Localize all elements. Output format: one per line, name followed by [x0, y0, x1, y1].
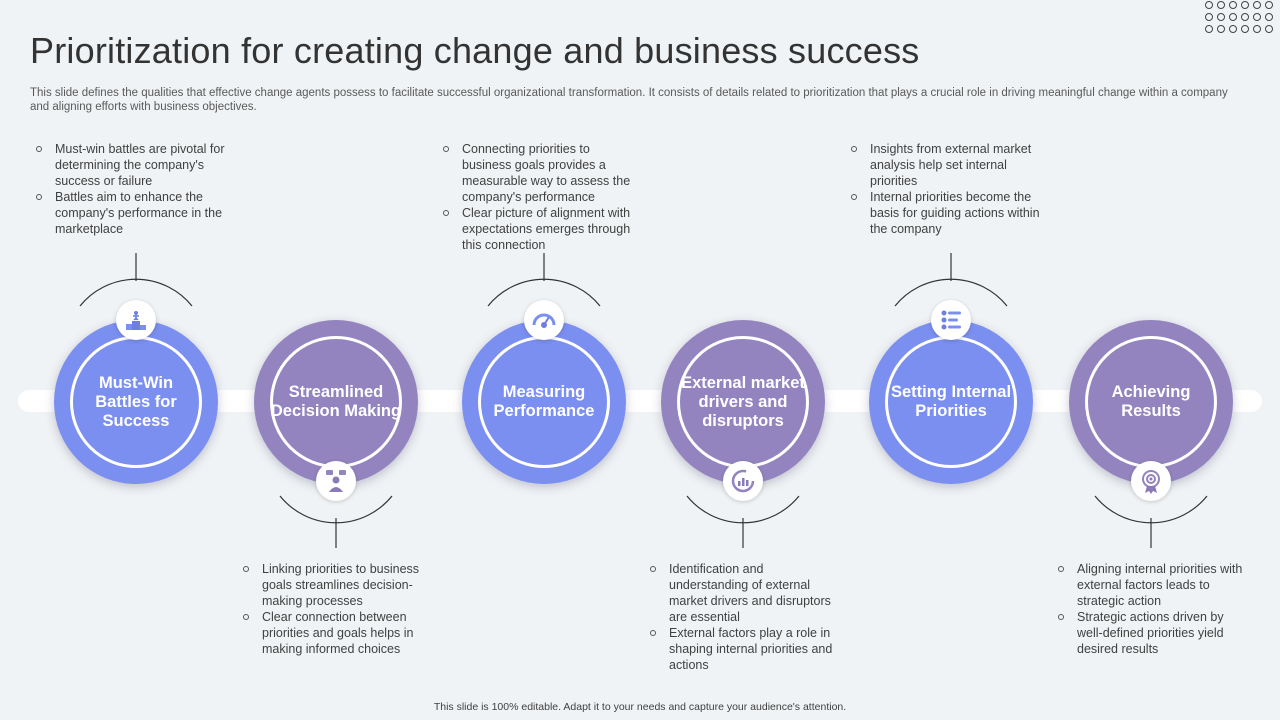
step-1-label: Must-Win Battles for Success [95, 373, 177, 430]
page-title: Prioritization for creating change and b… [30, 30, 920, 71]
page-subtitle: This slide defines the qualities that ef… [30, 87, 1228, 113]
podium-flag-icon [116, 300, 156, 340]
step-6-description: Aligning internal priorities with extern… [1052, 561, 1252, 657]
step-2-bullet-1: Linking priorities to business goals str… [237, 561, 437, 609]
step-5-bullet-1: Insights from external market analysis h… [845, 141, 1045, 189]
step-2-label: Streamlined Decision Making [270, 383, 402, 420]
step-4-label: External market drivers and disruptors [681, 373, 805, 430]
step-2-description: Linking priorities to business goals str… [237, 561, 437, 657]
step-5-label: Setting Internal Priorities [890, 383, 1012, 420]
step-5-circle: Setting Internal Priorities [869, 320, 1033, 484]
step-3-bullet-2: Clear picture of alignment with expectat… [437, 205, 637, 253]
step-2-bullet-2: Clear connection between priorities and … [237, 609, 437, 657]
priority-list-icon [931, 300, 971, 340]
step-1-bullet-2: Battles aim to enhance the company's per… [30, 189, 230, 237]
step-1-circle: Must-Win Battles for Success [54, 320, 218, 484]
gauge-icon [524, 300, 564, 340]
chart-ring-icon [723, 461, 763, 501]
step-5-bullet-2: Internal priorities become the basis for… [845, 189, 1045, 237]
step-3-circle: Measuring Performance [462, 320, 626, 484]
step-6-bullet-1: Aligning internal priorities with extern… [1052, 561, 1252, 609]
target-award-icon [1131, 461, 1171, 501]
step-1-bullet-1: Must-win battles are pivotal for determi… [30, 141, 230, 189]
step-4-bullet-1: Identification and understanding of exte… [644, 561, 844, 625]
step-5-description: Insights from external market analysis h… [845, 141, 1045, 237]
dot-grid-decoration [1205, 1, 1273, 33]
step-6-bullet-2: Strategic actions driven by well-defined… [1052, 609, 1252, 657]
step-3-label: Measuring Performance [493, 383, 595, 420]
step-4-bullet-2: External factors play a role in shaping … [644, 625, 844, 673]
step-4-circle: External market drivers and disruptors [661, 320, 825, 484]
step-2-circle: Streamlined Decision Making [254, 320, 418, 484]
step-1-description: Must-win battles are pivotal for determi… [30, 141, 230, 237]
decision-person-icon [316, 461, 356, 501]
step-3-description: Connecting priorities to business goals … [437, 141, 637, 253]
step-3-bullet-1: Connecting priorities to business goals … [437, 141, 637, 205]
step-6-label: Achieving Results [1111, 383, 1191, 420]
step-4-description: Identification and understanding of exte… [644, 561, 844, 673]
step-6-circle: Achieving Results [1069, 320, 1233, 484]
footer-note: This slide is 100% editable. Adapt it to… [433, 701, 847, 713]
